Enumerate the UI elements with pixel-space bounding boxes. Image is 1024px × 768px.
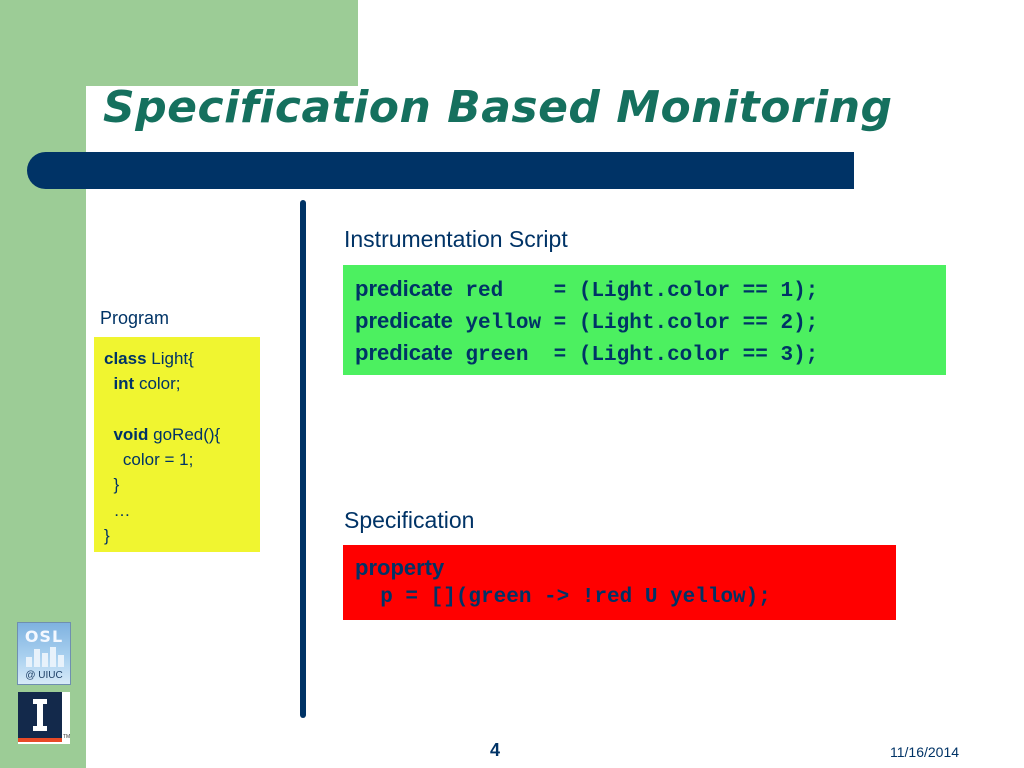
predicate-keyword: predicate [355, 340, 453, 365]
program-label: Program [100, 308, 170, 328]
illinois-logo: TM [18, 692, 70, 744]
slide-title: Specification Based Monitoring [103, 82, 893, 133]
program-line: void goRed(){ [104, 422, 260, 447]
title-underline-bar [27, 152, 854, 189]
instrumentation-script-box: predicate red = (Light.color == 1); pred… [343, 265, 946, 375]
program-line: color = 1; [104, 450, 194, 470]
osl-logo: OSL @ UIUC [17, 622, 71, 685]
vertical-divider [300, 200, 306, 718]
program-code-box: class Light{ int color; void goRed(){ co… [94, 337, 260, 552]
osl-logo-mark: OSL [24, 627, 64, 646]
program-line: int color; [104, 371, 260, 396]
code-keyword: class [104, 349, 147, 368]
illinois-tm-mark: TM [63, 734, 71, 740]
osl-logo-text: @ UIUC [25, 670, 63, 681]
code-keyword: int [104, 374, 135, 394]
illinois-logo-stripe [18, 738, 62, 742]
predicate-keyword: predicate [355, 308, 453, 333]
property-keyword-line: property [355, 553, 896, 583]
code-text: color; [134, 374, 181, 394]
program-line: } [104, 526, 110, 546]
osl-logo-graphic [26, 647, 64, 667]
code-text: Light{ [146, 349, 194, 368]
program-line: class Light{ [104, 346, 260, 371]
property-keyword: property [355, 555, 445, 580]
predicate-code: green = (Light.color == 3); [452, 344, 819, 367]
slide-date: 11/16/2014 [890, 744, 960, 760]
program-line: } [104, 475, 120, 495]
top-green-band [86, 0, 358, 86]
program-line: … [104, 500, 131, 520]
code-text: goRed(){ [148, 424, 221, 444]
illinois-i-icon [33, 699, 47, 731]
property-code: p = [](green -> !red U yellow); [355, 586, 771, 609]
page-number: 4 [490, 740, 501, 760]
predicate-code: red = (Light.color == 1); [452, 280, 819, 303]
predicate-line: predicate yellow = (Light.color == 2); [355, 305, 946, 337]
specification-label: Specification [344, 507, 475, 533]
predicate-code: yellow = (Light.color == 2); [452, 312, 819, 335]
code-keyword: void [104, 424, 149, 444]
instrumentation-label: Instrumentation Script [344, 226, 568, 252]
predicate-keyword: predicate [355, 276, 453, 301]
predicate-line: predicate red = (Light.color == 1); [355, 273, 946, 305]
predicate-line: predicate green = (Light.color == 3); [355, 337, 946, 369]
program-line-blank [104, 397, 260, 422]
property-code-line: p = [](green -> !red U yellow); [355, 583, 896, 613]
specification-box: property p = [](green -> !red U yellow); [343, 545, 896, 620]
